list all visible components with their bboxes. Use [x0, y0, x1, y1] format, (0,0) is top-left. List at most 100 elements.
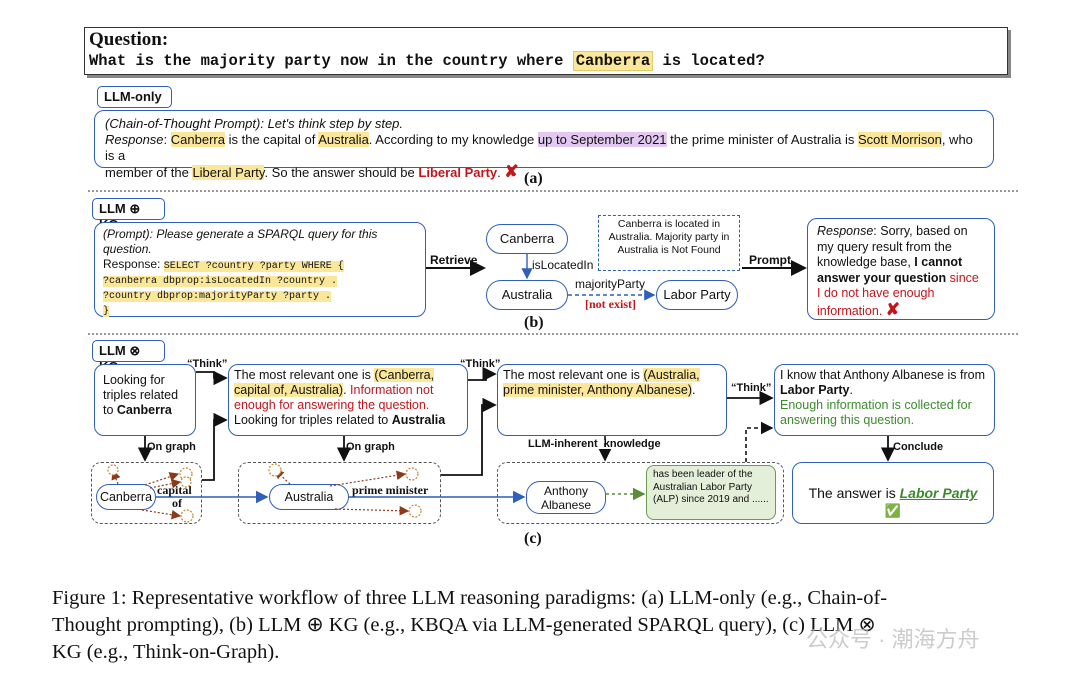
- knowledge-region: [497, 462, 784, 524]
- llm-inherent-label: LLM-inherent knowledge: [528, 438, 661, 450]
- retrieve-label: Retrieve: [430, 253, 478, 267]
- start-entity: Canberra: [116, 403, 172, 417]
- sparql-prompt: (Prompt): Please generate a SPARQL query…: [103, 227, 378, 256]
- sparql-line: SELECT ?country ?party WHERE {: [163, 261, 344, 272]
- conclude-label: Conclude: [893, 441, 944, 453]
- step3-box: I know that Anthony Albanese is from Lab…: [774, 364, 995, 436]
- response-label: Response: [105, 132, 164, 147]
- kg-node-labor-party: Labor Party: [656, 280, 738, 310]
- step-text: .: [692, 383, 696, 397]
- think-label: “Think”: [187, 358, 228, 370]
- sublabel-c: (c): [524, 530, 542, 547]
- answer-text: The answer is: [808, 485, 900, 501]
- answer-box: The answer is Labor Party ✅: [792, 462, 994, 524]
- kg-response-box: Response: Sorry, based on my query resul…: [807, 218, 995, 320]
- resp-text: .: [497, 165, 501, 180]
- resp-text: is the capital of: [224, 132, 319, 147]
- check-icon: ✅: [884, 503, 902, 518]
- final-answer: Labor Party: [899, 485, 978, 501]
- not-exist-label: [not exist]: [585, 297, 636, 311]
- query-result-note: Canberra is located in Australia. Majori…: [598, 215, 740, 271]
- edge-majorityparty: majorityParty: [575, 277, 646, 291]
- question-label: Question:: [89, 29, 169, 50]
- step-text: Looking for triples related to: [234, 413, 392, 427]
- watermark: 公众号 · 潮海方舟: [806, 627, 980, 652]
- step1-box: The most relevant one is (Canberra, capi…: [228, 364, 468, 436]
- graph-node-australia: Australia: [269, 484, 349, 510]
- resp-text: , who is a: [105, 132, 973, 163]
- resp-text: member of the: [105, 165, 193, 180]
- question-suffix: is located?: [662, 52, 765, 70]
- graph-node-anthony: Anthony Albanese: [526, 481, 606, 514]
- sparql-line: ?country dbprop:majorityParty ?party .: [103, 291, 332, 302]
- kg-path-line: [156, 487, 646, 504]
- sublabel-a: (a): [524, 170, 543, 187]
- resp-text: : Sorry, based on my query result from t…: [817, 224, 968, 269]
- tag-llm-times-kg: LLM ⊗ KG: [92, 340, 165, 374]
- graph-region-canberra: [91, 462, 202, 524]
- graph-to-step1-arrow: [202, 412, 228, 481]
- resp-text: . So the answer should be: [264, 165, 419, 180]
- graph-neighbor-nodes: [107, 463, 422, 523]
- caption-line: Thought prompting), (b) LLM ⊕ KG (e.g., …: [52, 614, 876, 636]
- step2-box: The most relevant one is (Australia, pri…: [497, 364, 727, 436]
- question-box: Question: What is the majority party now…: [84, 27, 1008, 75]
- divider: [88, 190, 1018, 192]
- cot-prompt: (Chain-of-Thought Prompt): Let's think s…: [105, 116, 404, 131]
- on-graph-label: On graph: [147, 441, 196, 453]
- wrong-answer: Liberal Party: [418, 165, 498, 180]
- divider: [88, 333, 1018, 335]
- response-label: Response:: [103, 257, 161, 271]
- question-text: What is the majority party now in the co…: [89, 51, 765, 71]
- hl-scott-morrison: Scott Morrison: [858, 132, 942, 147]
- sparql-response-label: Response: SELECT ?country ?party WHERE {: [103, 257, 417, 274]
- edge-islocatedin: isLocatedIn: [532, 258, 594, 272]
- graph-region-australia: [238, 462, 441, 524]
- hl-knowledge-cutoff: up to September 2021: [537, 132, 667, 147]
- cross-icon: ✘: [885, 299, 901, 319]
- resp-reason: since I do not have enough information.: [817, 270, 979, 318]
- step-entity: Australia: [391, 413, 446, 427]
- step-text: I know that Anthony Albanese is from: [780, 368, 985, 382]
- llm-only-response: Response: Canberra is the capital of Aus…: [105, 132, 973, 181]
- hl-australia: Australia: [318, 132, 369, 147]
- kg-node-australia: Australia: [486, 280, 568, 310]
- question-entity: Canberra: [572, 51, 654, 71]
- sparql-box: (Prompt): Please generate a SPARQL query…: [94, 222, 426, 317]
- hl-canberra: Canberra: [170, 132, 225, 147]
- on-graph-label: On graph: [346, 441, 395, 453]
- resp-text: . According to my knowledge: [368, 132, 538, 147]
- step-text: The most relevant one is: [503, 368, 644, 382]
- kg-node-canberra: Canberra: [486, 224, 568, 254]
- graph-node-canberra: Canberra: [96, 484, 156, 510]
- step-text: .: [849, 383, 853, 397]
- cannot-answer: I cannot answer your question: [817, 255, 963, 285]
- think-arrow-2: [468, 366, 497, 382]
- step-entity: Labor Party: [780, 383, 850, 397]
- sparql-line: ?canberra dbprop:isLocatedIn ?country .: [103, 276, 338, 287]
- edge-of: of: [172, 496, 182, 510]
- edge-prime-minister: prime minister: [352, 483, 429, 497]
- sufficient-info: Enough information is collected for answ…: [780, 398, 972, 427]
- inherent-knowledge-note: has been leader of the Australian Labor …: [646, 465, 776, 520]
- sparql-line: }: [103, 306, 110, 317]
- tag-llm-only: LLM-only: [97, 86, 172, 108]
- resp-text: the prime minister of Australia is: [666, 132, 859, 147]
- step-text: The most relevant one is: [234, 368, 375, 382]
- start-text: Looking for triples related to: [103, 373, 179, 417]
- figure-caption: Figure 1: Representative workflow of thr…: [52, 585, 887, 666]
- caption-line: Figure 1: Representative workflow of thr…: [52, 587, 888, 609]
- graph-neighbor-links: [111, 469, 410, 520]
- prompt-label: Prompt: [749, 253, 791, 267]
- graph-to-step2-arrow: [441, 397, 497, 476]
- hl-liberal-party: Liberal Party: [192, 165, 265, 180]
- step-text: .: [343, 383, 351, 397]
- think-arrow-1: [196, 370, 228, 386]
- knowledge-to-step3-arrow: [745, 421, 774, 462]
- start-box: Looking for triples related to Canberra: [94, 364, 196, 436]
- sublabel-b: (b): [524, 314, 544, 331]
- llm-only-box: (Chain-of-Thought Prompt): Let's think s…: [94, 110, 994, 180]
- caption-line: KG (e.g., Think-on-Graph).: [52, 641, 280, 663]
- question-prefix: What is the majority party now in the co…: [89, 52, 564, 70]
